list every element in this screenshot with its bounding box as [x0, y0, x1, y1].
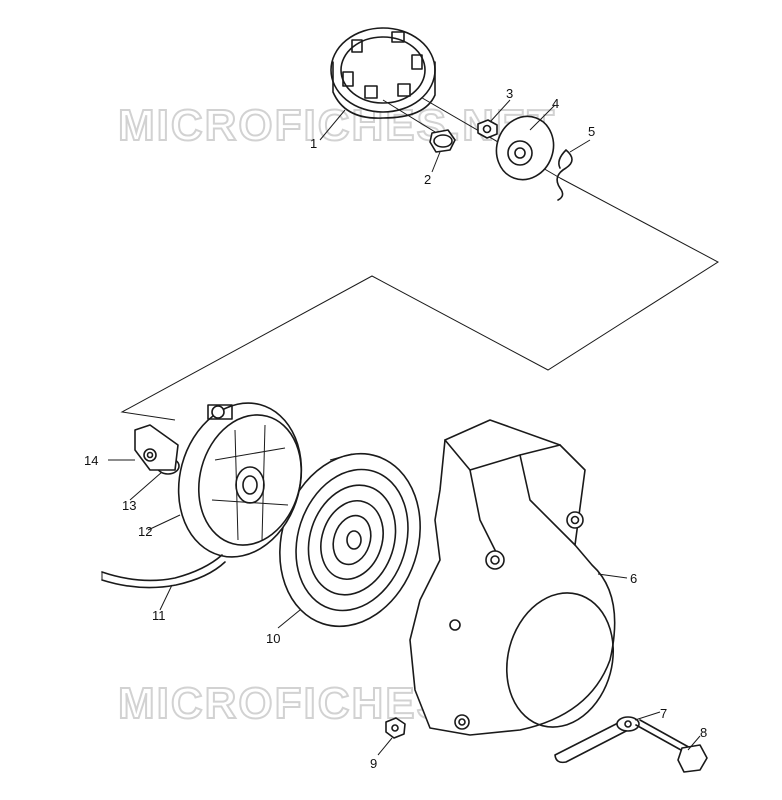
- drive-plate: [495, 115, 555, 181]
- callout-5: 5: [588, 124, 595, 139]
- callout-12: 12: [138, 524, 152, 539]
- callout-4: 4: [552, 96, 559, 111]
- long-bolt: [635, 719, 708, 773]
- pulley-cup: [330, 27, 436, 119]
- callout-3: 3: [506, 86, 513, 101]
- assembly-reference-line: [120, 177, 719, 421]
- spring-clip: [556, 149, 573, 201]
- callout-7: 7: [660, 706, 667, 721]
- small-nut: [385, 717, 406, 739]
- starter-housing: [409, 419, 616, 736]
- hex-nut: [477, 119, 498, 139]
- callout-8: 8: [700, 725, 707, 740]
- starter-handle: [554, 716, 640, 764]
- recoil-spring: [279, 452, 421, 628]
- leader-lines: [108, 99, 701, 756]
- callout-9: 9: [370, 756, 377, 771]
- callout-6: 6: [630, 571, 637, 586]
- pawl-bracket: [134, 424, 179, 471]
- starter-rope: [101, 554, 226, 589]
- recoil-reel: [177, 402, 303, 558]
- callout-1: 1: [310, 136, 317, 151]
- callout-13: 13: [122, 498, 136, 513]
- callout-11: 11: [152, 608, 166, 623]
- flange-bolt: [382, 99, 456, 153]
- callout-10: 10: [266, 631, 280, 646]
- callout-14: 14: [84, 453, 98, 468]
- callout-2: 2: [424, 172, 431, 187]
